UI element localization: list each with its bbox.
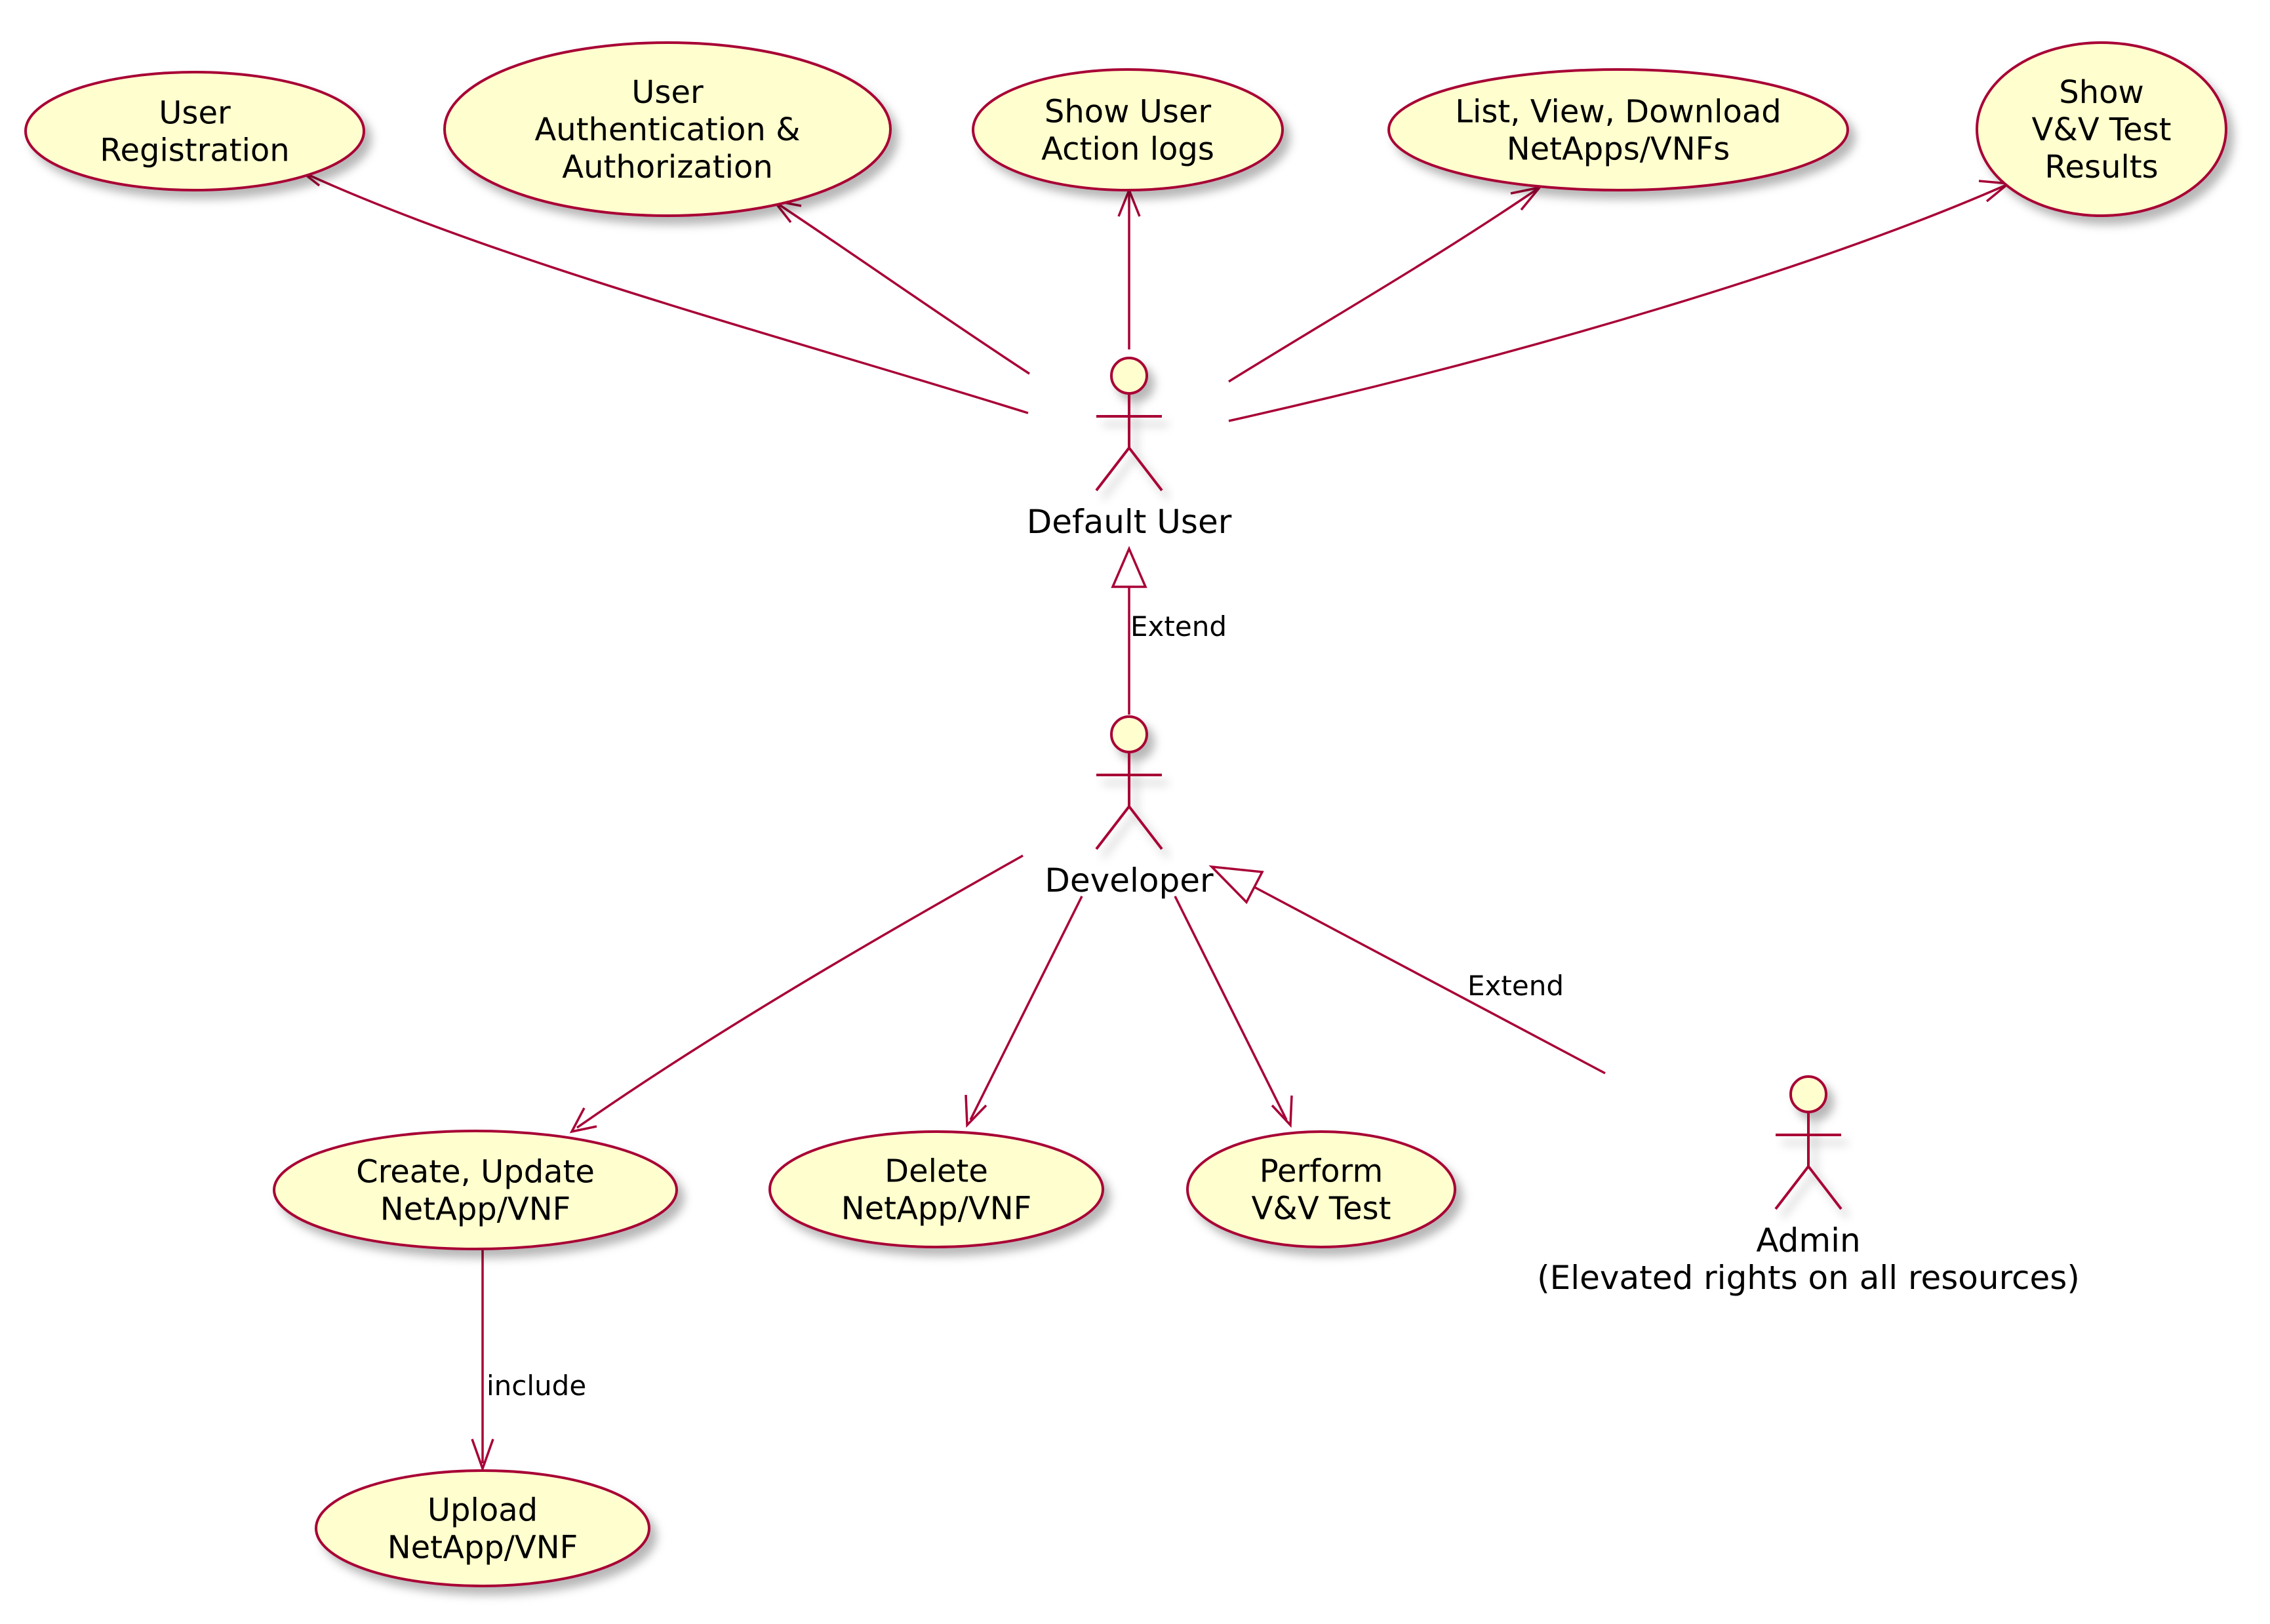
edge-label-include: include [487, 1370, 586, 1402]
actor-admin: Admin(Elevated rights on all resources) [1537, 1075, 2080, 1297]
use-case-ellipse [1186, 1130, 1456, 1248]
use-case-label-line: Show User [1045, 94, 1211, 130]
use-case-label-line: User [631, 74, 704, 111]
use-case-label-line: List, View, Download [1455, 94, 1781, 130]
edge-create-includes-upload [471, 1249, 494, 1473]
use-case-label-line: Authorization [562, 149, 773, 186]
actor-figure-icon [1774, 1075, 1842, 1210]
actor-label-line: Developer [1045, 862, 1214, 900]
edge-label-admin-extend: Extend [1467, 970, 1564, 1002]
edge-developer-to-create-update [569, 854, 1024, 1134]
edge-label-developer-extend: Extend [1130, 610, 1227, 643]
use-case-label-line: Authentication & [534, 111, 800, 148]
use-case-label-line: Registration [100, 132, 289, 169]
use-case-label-line: Delete [885, 1153, 988, 1190]
actor-label-line: (Elevated rights on all resources) [1537, 1259, 2080, 1297]
edge-default-user-to-vv-results [1228, 180, 2012, 422]
use-case-ellipse [1976, 41, 2227, 217]
use-case-label-line: V&V Test [1252, 1191, 1391, 1227]
use-case-label-line: NetApp/VNF [841, 1191, 1032, 1227]
use-case-label-line: V&V Test [2032, 111, 2172, 148]
use-case-ellipse [24, 71, 365, 191]
actor-figure-icon [1095, 715, 1163, 850]
actor-label-line: Admin [1756, 1221, 1860, 1259]
use-case-label-line: User [159, 95, 231, 132]
edge-developer-to-perform-vv [1174, 896, 1293, 1128]
edge-developer-to-delete [965, 896, 1083, 1128]
actor-label-line: Default User [1027, 503, 1232, 541]
use-case-label-line: Create, Update [356, 1154, 595, 1191]
use-case-ellipse [972, 68, 1284, 191]
use-case-label-line: Action logs [1041, 131, 1214, 168]
use-case-ellipse [768, 1130, 1104, 1248]
use-case-label-line: NetApp/VNF [388, 1530, 578, 1566]
use-case-ellipse [443, 41, 892, 217]
use-case-label-line: Perform [1260, 1153, 1383, 1190]
edge-admin-extends-developer [1208, 865, 1606, 1075]
use-case-label-line: NetApps/VNFs [1507, 131, 1730, 168]
use-case-label-line: NetApp/VNF [380, 1191, 571, 1228]
use-case-ellipse [315, 1469, 650, 1587]
use-case-label-line: Show [2059, 74, 2144, 111]
use-case-label-line: Upload [428, 1492, 538, 1529]
actor-developer: Developer [1045, 715, 1214, 900]
edge-default-user-to-list-view-download [1228, 186, 1543, 383]
use-case-ellipse [273, 1130, 678, 1250]
edge-default-user-to-action-logs [1117, 187, 1141, 349]
edge-developer-extends-default-user [1111, 545, 1147, 715]
use-case-label-line: Results [2044, 149, 2158, 186]
actor-figure-icon [1095, 357, 1163, 492]
actor-default-user: Default User [1027, 357, 1232, 541]
use-case-ellipse [1387, 68, 1849, 191]
